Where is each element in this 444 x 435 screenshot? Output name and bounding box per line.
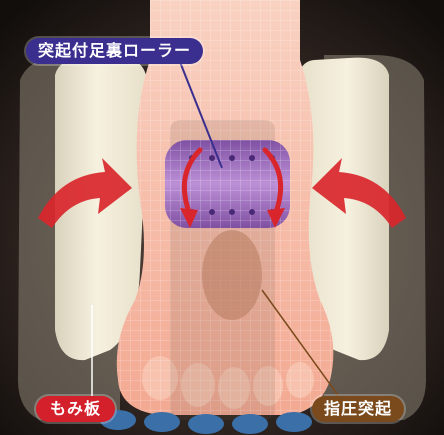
acupressure-nub [202,230,262,320]
curved-arrow-left-icon [312,158,406,228]
foot-roller [165,140,290,228]
rotation-arrows-icon [181,147,284,218]
curved-arrow-right-icon [38,158,132,228]
massage-board-label: もみ板 [36,396,116,422]
roller-label: 突起付足裏ローラー [26,38,204,64]
acupressure-nub-label: 指圧突起 [312,396,405,422]
